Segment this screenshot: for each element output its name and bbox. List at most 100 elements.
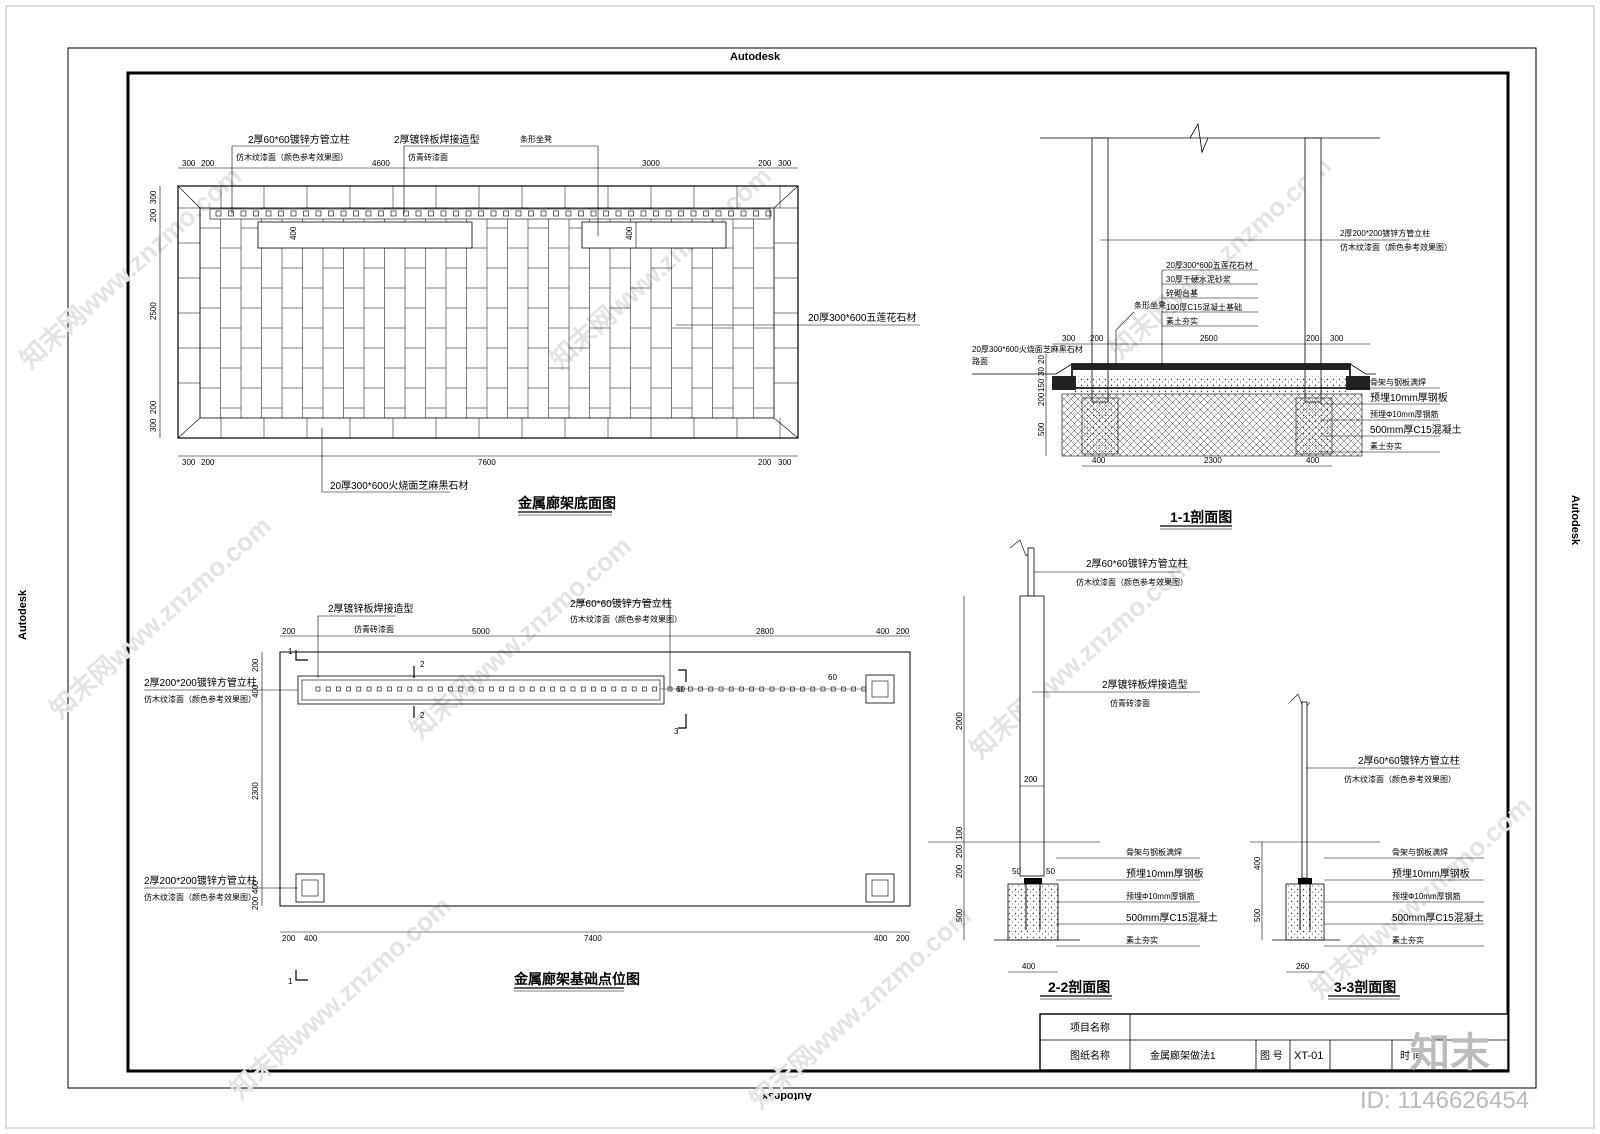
layer-label: 素土夯实 bbox=[1166, 316, 1198, 326]
dim-text: 400 bbox=[876, 627, 890, 636]
callout-column: 2厚200*200镀锌方管立柱 bbox=[144, 874, 257, 887]
section-1-1: 300 200 2500 200 300 400 2300 400 20 30 … bbox=[972, 122, 1462, 530]
column-footing bbox=[865, 873, 895, 903]
callout-black-stone: 20厚300*600火烧面芝麻黑石材 bbox=[330, 479, 468, 492]
section-mark: 2 bbox=[420, 660, 425, 669]
right-callouts: 骨架与钢板满焊预埋10mm厚钢板预埋Φ10mm厚钢筋500mm厚C15混凝土素土… bbox=[1320, 377, 1462, 453]
dim-text: 300 bbox=[182, 458, 196, 467]
callout-granite: 20厚300*600五莲花石材 bbox=[808, 311, 916, 324]
callout-label: 素土夯实 bbox=[1370, 441, 1402, 451]
dim-text: 200 bbox=[282, 934, 296, 943]
view-title: 3-3剖面图 bbox=[1334, 979, 1396, 995]
column-right bbox=[1304, 137, 1322, 403]
callout-column-finish: 仿木纹漆面（颜色参考效果图） bbox=[144, 892, 256, 902]
callout-plate: 2厚镀锌板焊接造型 bbox=[328, 602, 414, 615]
dim-text: 300 bbox=[1062, 334, 1076, 343]
post-row bbox=[315, 686, 867, 692]
drawing-number-label: 图 号 bbox=[1260, 1050, 1283, 1062]
callout-label: 预埋Φ10mm厚钢筋 bbox=[1126, 891, 1195, 901]
callout-plate-finish: 仿青砖漆面 bbox=[408, 152, 448, 162]
callout-post-finish: 仿木纹漆面（颜色参考效果图） bbox=[1076, 577, 1188, 587]
drawing-number: XT-01 bbox=[1294, 1050, 1323, 1062]
dim-text: 200 bbox=[1090, 334, 1104, 343]
callout-label: 预埋10mm厚钢板 bbox=[1126, 867, 1204, 880]
callout-label: 500mm厚C15混凝土 bbox=[1126, 911, 1218, 924]
plan-foundation-view: 1 1 2 2 3 60 60 200 5000 2800 400 200 20… bbox=[144, 597, 911, 992]
dim-text: 400 bbox=[1306, 456, 1320, 465]
dim-text: 7600 bbox=[478, 458, 496, 467]
callout-post-finish: 仿木纹漆面（颜色参考效果图） bbox=[1344, 774, 1456, 784]
autodesk-bottom: Autodesk bbox=[761, 1090, 812, 1102]
bench-right bbox=[581, 221, 727, 249]
callout-column-finish: 仿木纹漆面（颜色参考效果图） bbox=[144, 694, 256, 704]
autodesk-top: Autodesk bbox=[730, 51, 781, 63]
dim-text: 60 bbox=[828, 673, 837, 682]
dim-text: 5000 bbox=[472, 627, 490, 636]
dim-text: 200 bbox=[955, 864, 964, 878]
dim-text: 300 bbox=[149, 418, 158, 432]
callout-plate: 2厚镀锌板焊接造型 bbox=[1102, 678, 1188, 691]
dim-text: 400 bbox=[1092, 456, 1106, 465]
section-mark: 2 bbox=[420, 711, 425, 720]
dim-text: 400 bbox=[874, 934, 888, 943]
callout-label: 骨架与钢板满焊 bbox=[1370, 377, 1426, 387]
callout-label: 500mm厚C15混凝土 bbox=[1370, 423, 1462, 436]
callout-bench: 条形坐凳 bbox=[1134, 300, 1166, 310]
project-name-label: 项目名称 bbox=[1070, 1021, 1110, 1034]
plate-column bbox=[1019, 595, 1045, 877]
post bbox=[1027, 547, 1035, 597]
layer-label: 碎砌台基 bbox=[1166, 288, 1198, 298]
watermark-id: ID: 1146626454 bbox=[1360, 1087, 1529, 1114]
dim-text: 30 bbox=[1037, 367, 1046, 376]
dim-text: 2300 bbox=[251, 782, 260, 800]
paper-edge bbox=[5, 5, 1595, 1129]
dim-text: 150 bbox=[1037, 378, 1046, 392]
dim-text: 300 bbox=[182, 159, 196, 168]
dim-text: 400 bbox=[1022, 962, 1036, 971]
inner-frame bbox=[126, 71, 1510, 1073]
callout-label: 预埋10mm厚钢板 bbox=[1392, 867, 1470, 880]
drawing-name: 金属廊架做法1 bbox=[1150, 1049, 1216, 1062]
dim-text: 100 bbox=[955, 826, 964, 840]
dim-text: 400 bbox=[289, 226, 298, 240]
foundation-outline bbox=[279, 651, 911, 907]
watermark-text: 知末网www.znzmo.com bbox=[744, 900, 977, 1114]
dim-text: 2000 bbox=[955, 712, 964, 730]
footing bbox=[1285, 883, 1325, 941]
view-title: 金属廊架底面图 bbox=[517, 495, 616, 511]
layer-label: 100厚C15混凝土基础 bbox=[1166, 302, 1242, 312]
outer-frame bbox=[67, 47, 1537, 1089]
dim-text: 3000 bbox=[642, 159, 660, 168]
callout-road: 路面 bbox=[972, 356, 988, 366]
callout-post: 2厚60*60镀锌方管立柱 bbox=[1086, 557, 1188, 570]
dim-text: 2500 bbox=[149, 302, 158, 320]
footing bbox=[1007, 883, 1059, 941]
dim-text: 400 bbox=[625, 226, 634, 240]
mortar-layer bbox=[1072, 376, 1350, 394]
post-row bbox=[209, 208, 772, 220]
layer-label: 20厚300*600五莲花石材 bbox=[1166, 260, 1253, 270]
dim-text: 50 bbox=[1046, 867, 1055, 876]
view-title: 2-2剖面图 bbox=[1048, 979, 1110, 995]
callout-bench: 条形坐凳 bbox=[520, 134, 552, 144]
section-mark: 1 bbox=[288, 977, 293, 986]
dim-text: 60 bbox=[676, 685, 685, 694]
plan-outline bbox=[177, 185, 799, 439]
section-mark: 1 bbox=[288, 647, 293, 656]
callout-label: 素土夯实 bbox=[1126, 935, 1158, 945]
dim-text: 7400 bbox=[584, 934, 602, 943]
dim-text: 500 bbox=[1253, 908, 1262, 922]
watermark-text: 知末网www.znzmo.com bbox=[14, 160, 247, 374]
dim-text: 200 bbox=[896, 934, 910, 943]
dim-text: 500 bbox=[955, 908, 964, 922]
dim-text: 300 bbox=[149, 190, 158, 204]
callout-post: 2厚60*60镀锌方管立柱 bbox=[1358, 754, 1460, 767]
dim-text: 50 bbox=[1012, 867, 1021, 876]
time-label: 时 间 bbox=[1400, 1049, 1423, 1062]
layer-label: 30厚干硬水泥砂浆 bbox=[1166, 274, 1231, 284]
dim-text: 200 bbox=[251, 658, 260, 672]
dim-text: 200 bbox=[282, 627, 296, 636]
stone-layer bbox=[1072, 364, 1350, 370]
dim-text: 300 bbox=[778, 159, 792, 168]
view-title: 金属廊架基础点位图 bbox=[513, 971, 640, 987]
